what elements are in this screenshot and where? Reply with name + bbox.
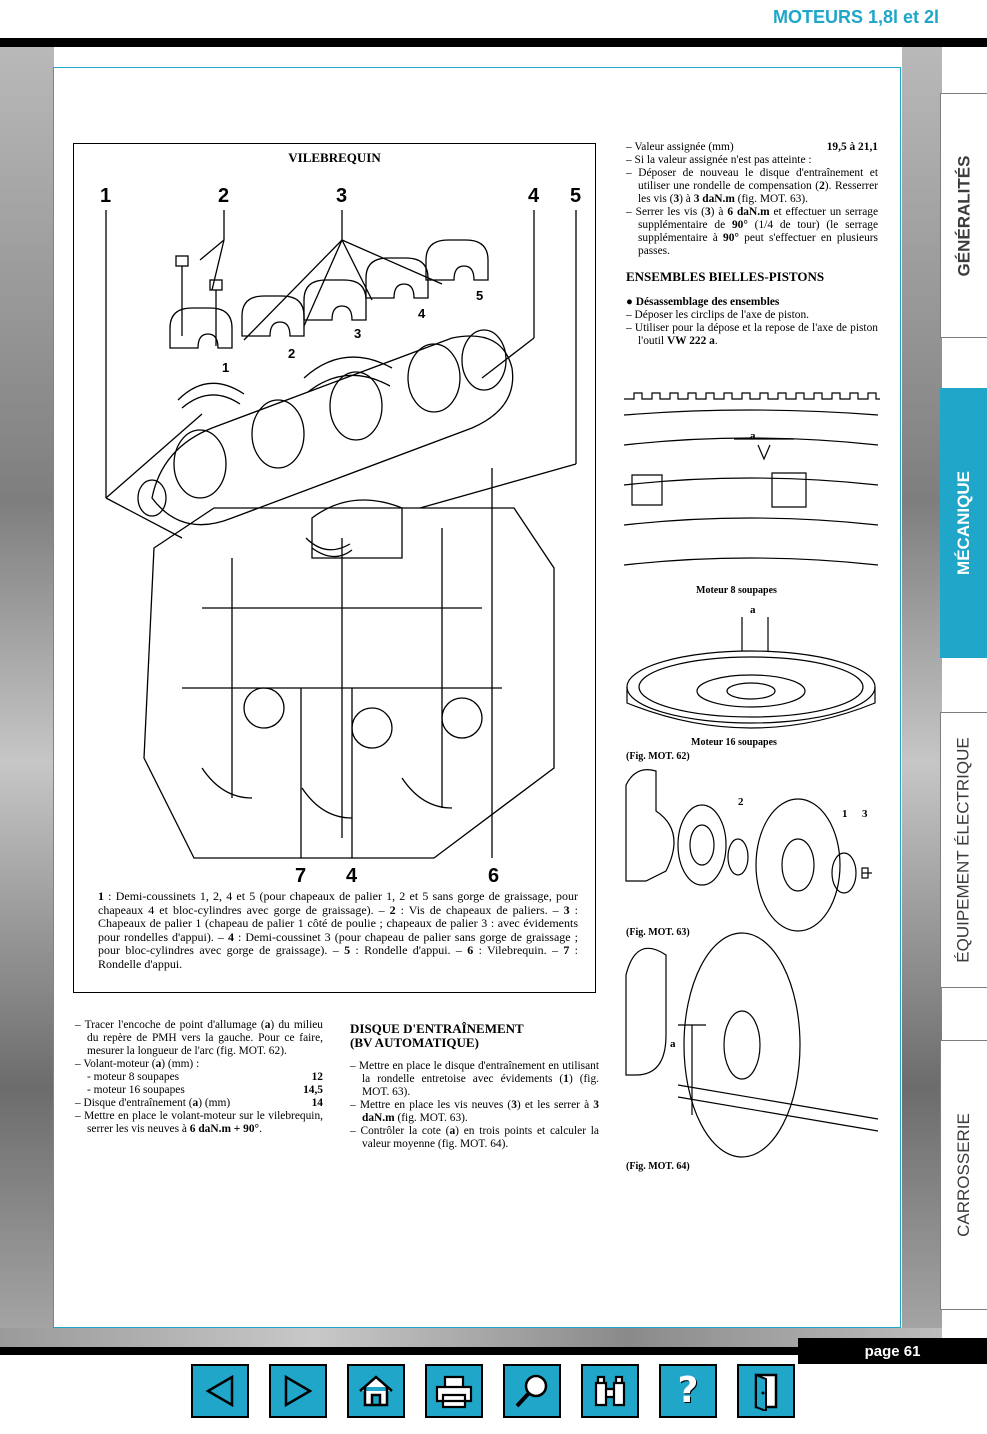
header-title: MOTEURS 1,8l et 2l [772,7,939,27]
step-fit-flywheel: – Mettre en place le volant-moteur sur l… [75,1110,323,1135]
fig-label-16-valves: Moteur 16 soupapes [691,737,777,748]
callout-1: 1 [100,185,111,207]
callout-4: 4 [528,185,540,207]
background-bottom [0,1328,942,1347]
background-right [902,47,942,1347]
step-flywheel: – Volant-moteur (a) (mm) : [75,1058,200,1070]
help-button[interactable]: ? [659,1364,717,1418]
fig-caption-62: (Fig. MOT. 62) [626,751,690,762]
print-button[interactable] [425,1364,483,1418]
crankshaft-exploded-diagram: 1 2 3 4 5 7 4 6 [100,185,581,887]
callout-5: 5 [570,185,581,207]
callout-7-bottom: 7 [295,865,306,887]
page-number: page 61 [798,1338,987,1364]
crankshaft-figure: VILEBREQUIN 1 2 3 4 5 7 4 6 [73,143,596,993]
callout-2: 2 [218,185,229,207]
exit-button[interactable] [737,1364,795,1418]
section-heading-drive-plate: DISQUE D'ENTRAÎNEMENT [350,1021,524,1036]
step-if-not-reached: – Si la valeur assignée n'est pas attein… [626,154,812,166]
callout-6-bottom: 6 [488,865,499,887]
fig2-letter-a: a [750,604,756,616]
step-fit-screws: – Mettre en place les vis neuves (3) et … [350,1099,599,1124]
fig-caption-63: (Fig. MOT. 63) [626,927,690,938]
callout-3: 3 [336,185,347,207]
next-page-button[interactable] [269,1364,327,1418]
bottom-bar [0,1347,987,1355]
right-column: – Valeur assignée (mm)19,5 à 21,1 – Si l… [626,141,878,348]
search-icon [515,1374,548,1408]
tab-carrosserie[interactable]: CARROSSERIE [940,1040,987,1310]
fig-label-8-valves: Moteur 8 soupapes [696,585,777,596]
fig4-letter-a: a [670,1038,676,1050]
section-heading-automatic: (BV AUTOMATIQUE) [350,1035,479,1050]
print-icon [435,1375,473,1409]
cap-label-5: 5 [476,288,483,303]
fig1-letter-a: a [750,430,756,442]
fig3-label-1: 1 [842,808,848,820]
home-icon [359,1375,393,1407]
fig-caption-64: (Fig. MOT. 64) [626,1161,690,1172]
background-left [0,47,54,1347]
previous-page-button[interactable] [191,1364,249,1418]
flywheel-figures: a a 2 1 3 a Moteur 8 soupapes Moteur 16 … [622,385,880,1185]
tab-generalites[interactable]: GÉNÉRALITÉS [940,93,987,338]
figure-title: VILEBREQUIN [288,150,381,165]
next-icon [284,1374,313,1408]
cap-label-3: 3 [354,326,361,341]
left-column: – Tracer l'encoche de point d'allumage (… [75,1019,323,1136]
assigned-value: – Valeur assignée (mm)19,5 à 21,1 [626,141,878,153]
middle-column: DISQUE D'ENTRAÎNEMENT (BV AUTOMATIQUE) –… [350,1022,599,1151]
figure-caption: 1 : Demi-coussinets 1, 2, 4 et 5 (pour c… [98,889,578,971]
step-timing-mark: – Tracer l'encoche de point d'allumage (… [75,1019,323,1057]
flywheel-illustrations: a a 2 1 3 a [623,392,880,1158]
step-fit-drive-plate: – Mettre en place le disque d'entraîneme… [350,1060,599,1098]
exit-icon [754,1373,778,1411]
step-tighten-screws: – Serrer les vis (3) à 6 daN.m et effect… [626,206,879,257]
binoculars-icon [594,1375,626,1407]
value-drive-plate: – Disque d'entraînement (a) (mm)14 [75,1097,323,1109]
top-bar [0,38,987,47]
previous-icon [205,1374,234,1408]
cap-label-4: 4 [418,306,426,321]
fig3-label-2: 2 [738,796,744,808]
cap-label-1: 1 [222,360,229,375]
cap-label-2: 2 [288,346,295,361]
help-icon: ? [677,1370,699,1411]
subheading-disassembly: ● Désassemblage des ensembles [626,296,780,308]
section-heading-piston-rods: ENSEMBLES BIELLES-PISTONS [626,269,825,284]
step-remove-circlips: – Déposer les circlips de l'axe de pisto… [626,309,809,321]
step-check-dimension: – Contrôler la cote (a) en trois points … [350,1125,599,1150]
step-compensation-washer: – Déposer de nouveau le disque d'entraîn… [626,167,879,205]
callout-4-bottom: 4 [346,865,358,887]
tab-equipement-electrique[interactable]: ÉQUIPEMENT ÉLECTRIQUE [940,712,987,988]
binoculars-button[interactable] [581,1364,639,1418]
tab-mecanique[interactable]: MÉCANIQUE [940,388,987,658]
home-button[interactable] [347,1364,405,1418]
search-button[interactable] [503,1364,561,1418]
step-use-tool: – Utiliser pour la dépose et la repose d… [626,322,878,347]
fig3-label-3: 3 [862,808,868,820]
